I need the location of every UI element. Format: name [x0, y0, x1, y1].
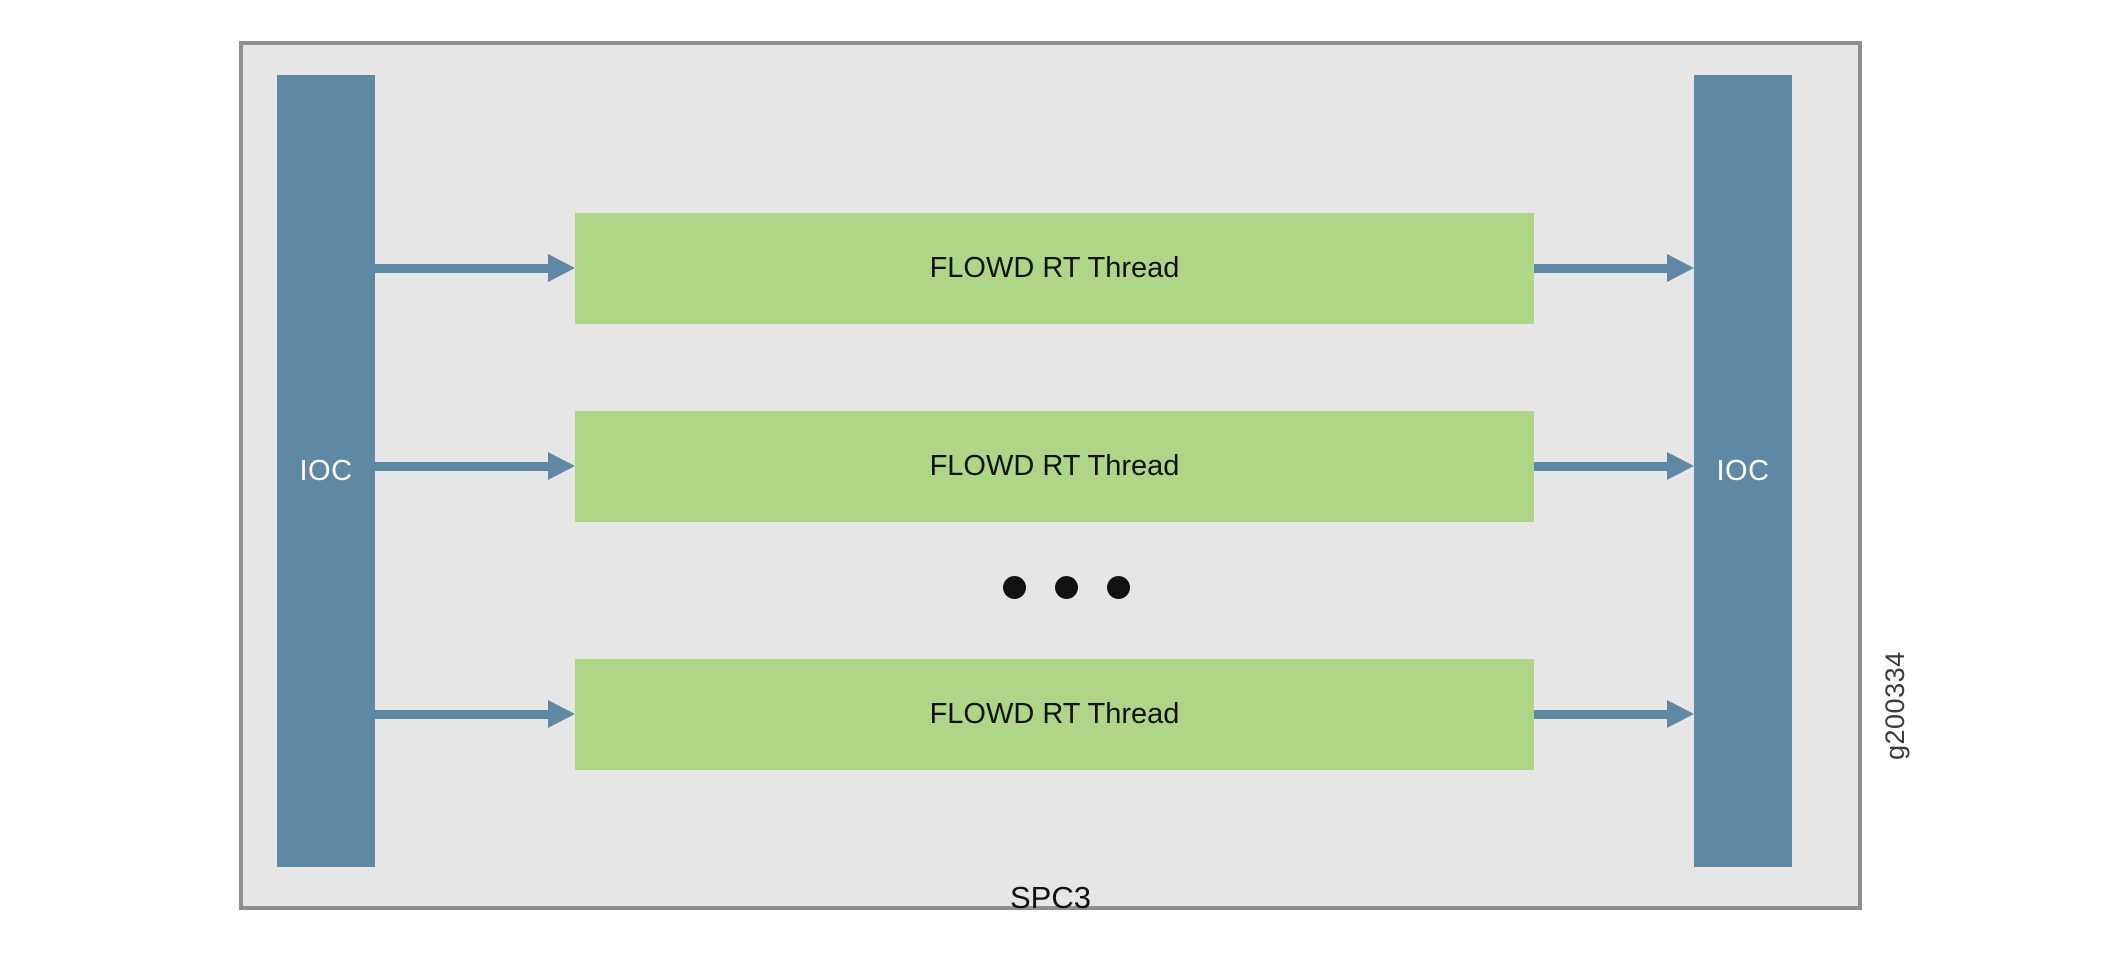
flowd-rt-thread-box-2: FLOWD RT Thread: [575, 411, 1534, 522]
arrow-shaft: [1534, 462, 1668, 471]
ioc-left-block: IOC: [277, 75, 375, 867]
ioc-left-label: IOC: [299, 454, 353, 487]
flowd-rt-thread-label-3: FLOWD RT Thread: [929, 698, 1180, 730]
arrow-shaft: [1534, 710, 1668, 719]
arrow-head: [1667, 254, 1694, 282]
arrow-ioc-to-thread-1-icon: [375, 254, 575, 282]
ellipsis-dots-icon: [1003, 576, 1130, 599]
arrow-ioc-to-thread-2-icon: [375, 452, 575, 480]
flowd-rt-thread-label-2: FLOWD RT Thread: [929, 450, 1180, 482]
flowd-rt-thread-label-1: FLOWD RT Thread: [929, 252, 1180, 284]
ioc-right-block: IOC: [1694, 75, 1792, 867]
spc3-container: IOC IOC FLOWD RT Thread FLOWD RT Thread …: [239, 41, 1862, 915]
ioc-right-label: IOC: [1716, 454, 1770, 487]
arrow-thread-1-to-ioc-icon: [1534, 254, 1694, 282]
arrow-shaft: [375, 264, 549, 273]
arrow-head: [1667, 452, 1694, 480]
flowd-rt-thread-box-3: FLOWD RT Thread: [575, 659, 1534, 770]
arrow-thread-3-to-ioc-icon: [1534, 700, 1694, 728]
spc3-title: SPC3: [1010, 880, 1091, 915]
ellipsis-dot: [1055, 576, 1078, 599]
arrow-thread-2-to-ioc-icon: [1534, 452, 1694, 480]
ellipsis-dot: [1003, 576, 1026, 599]
arrow-head: [548, 254, 575, 282]
arrow-head: [548, 700, 575, 728]
arrow-shaft: [375, 710, 549, 719]
arrow-head: [1667, 700, 1694, 728]
figure-watermark: g200334: [1880, 651, 1910, 760]
arrow-shaft: [375, 462, 549, 471]
arrow-shaft: [1534, 264, 1668, 273]
arrow-ioc-to-thread-3-icon: [375, 700, 575, 728]
flowd-rt-thread-box-1: FLOWD RT Thread: [575, 213, 1534, 324]
arrow-head: [548, 452, 575, 480]
ellipsis-dot: [1107, 576, 1130, 599]
